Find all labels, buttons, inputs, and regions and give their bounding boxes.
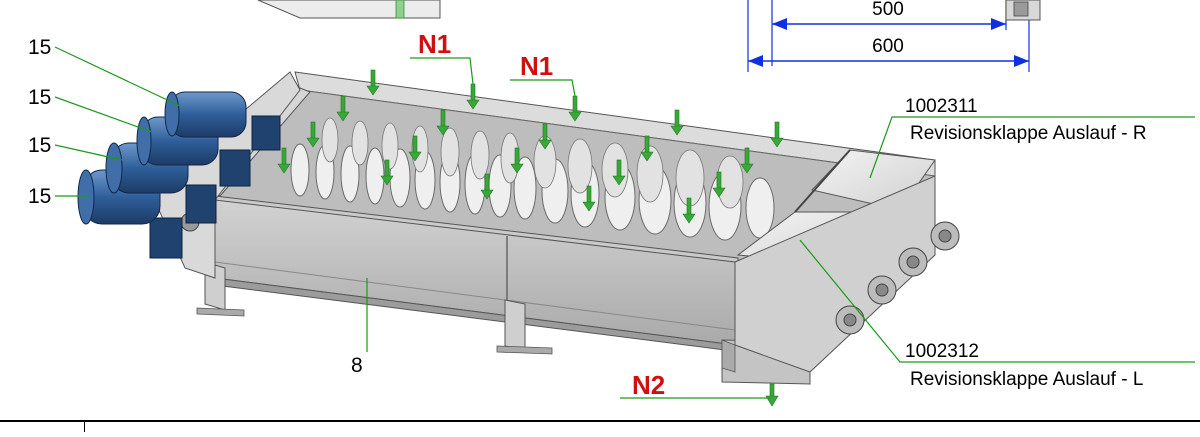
flow-arrow: [770, 121, 784, 148]
partial-component-top: [257, 0, 441, 19]
nozzle-n2-label: N2: [632, 370, 665, 400]
flow-arrow: [582, 185, 596, 212]
callout-motor-1: 15: [28, 36, 51, 59]
trough-end-plate: [734, 175, 936, 373]
flow-arrow: [336, 95, 350, 122]
screw-flights-back-row: [321, 117, 744, 209]
hatch-left-number: 1002312: [905, 341, 979, 362]
flow-arrow: [277, 147, 291, 174]
flow-arrow: [640, 135, 654, 162]
callout-leaders: [54, 46, 1195, 363]
nozzle-n1-label-1: N1: [418, 29, 451, 59]
flow-arrow: [682, 197, 696, 224]
flow-arrow: [380, 159, 394, 186]
drive-units: [77, 91, 281, 259]
flow-arrow: [436, 109, 450, 136]
nozzle-leaders: [410, 57, 770, 399]
dimension-500-label: 500: [872, 0, 904, 20]
hatch-right-name: Revisionsklappe Auslauf - R: [910, 123, 1147, 144]
support-leg-mid: [504, 299, 526, 351]
flow-arrow: [510, 147, 524, 174]
hatch-left-name: Revisionsklappe Auslauf - L: [910, 369, 1143, 390]
outlet-flow-arrow: [765, 383, 779, 407]
callout-motor-4: 15: [28, 185, 51, 208]
title-block-divider: [84, 420, 85, 432]
callout-motor-2: 15: [28, 86, 51, 109]
flow-arrow: [712, 171, 726, 198]
flow-arrow: [538, 123, 552, 150]
flow-arrow: [408, 135, 422, 162]
bearing-housings: [835, 221, 960, 335]
flow-arrow: [740, 147, 754, 174]
flow-arrow: [306, 121, 320, 148]
inlet-flow-arrows: [277, 69, 784, 224]
title-block-border: [0, 420, 1200, 434]
flow-arrow: [670, 109, 684, 136]
nozzle-n1-label-2: N1: [520, 51, 553, 81]
flow-arrow: [366, 69, 380, 96]
drive-unit-4: [164, 91, 281, 151]
callout-motor-3: 15: [28, 134, 51, 157]
callout-trough: 8: [351, 354, 363, 377]
dimension-600-label: 600: [872, 36, 904, 57]
flow-arrow: [480, 173, 494, 200]
dimension-block: [747, 0, 1041, 72]
hatch-right-number: 1002311: [905, 96, 978, 117]
flow-arrow: [612, 159, 626, 186]
